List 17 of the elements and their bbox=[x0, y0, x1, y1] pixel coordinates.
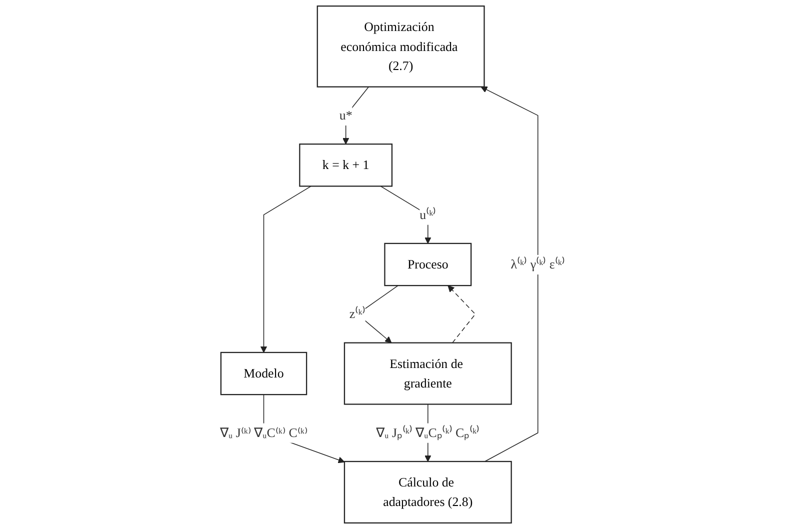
edge-label: ∇ᵤ Jₚ⁽ᵏ⁾ ∇ᵤCₚ⁽ᵏ⁾ Cₚ⁽ᵏ⁾ bbox=[376, 425, 480, 440]
node-box: Optimización económica modificada (2.7) bbox=[316, 6, 485, 88]
edge-label: ∇ᵤ J⁽ᵏ⁾ ∇ᵤC⁽ᵏ⁾ C⁽ᵏ⁾ bbox=[220, 425, 308, 440]
edge-label: z⁽ᵏ⁾ bbox=[349, 306, 366, 322]
arrow bbox=[480, 86, 538, 462]
node-box: Estimación de gradiente bbox=[344, 342, 512, 405]
edge-label: u* bbox=[339, 108, 352, 122]
arrow bbox=[342, 86, 369, 144]
arrow bbox=[260, 186, 312, 353]
arrow bbox=[380, 186, 432, 244]
edge-label: λ⁽ᵏ⁾ γ⁽ᵏ⁾ ε⁽ᵏ⁾ bbox=[510, 257, 565, 272]
node-box: k = k + 1 bbox=[299, 144, 393, 187]
edge-label: u⁽ᵏ⁾ bbox=[420, 207, 436, 222]
node-box: Cálculo de adaptadores (2.8) bbox=[344, 460, 512, 524]
node-box: Proceso bbox=[384, 242, 472, 286]
node-box: Modelo bbox=[220, 352, 308, 396]
arrow bbox=[448, 285, 476, 344]
